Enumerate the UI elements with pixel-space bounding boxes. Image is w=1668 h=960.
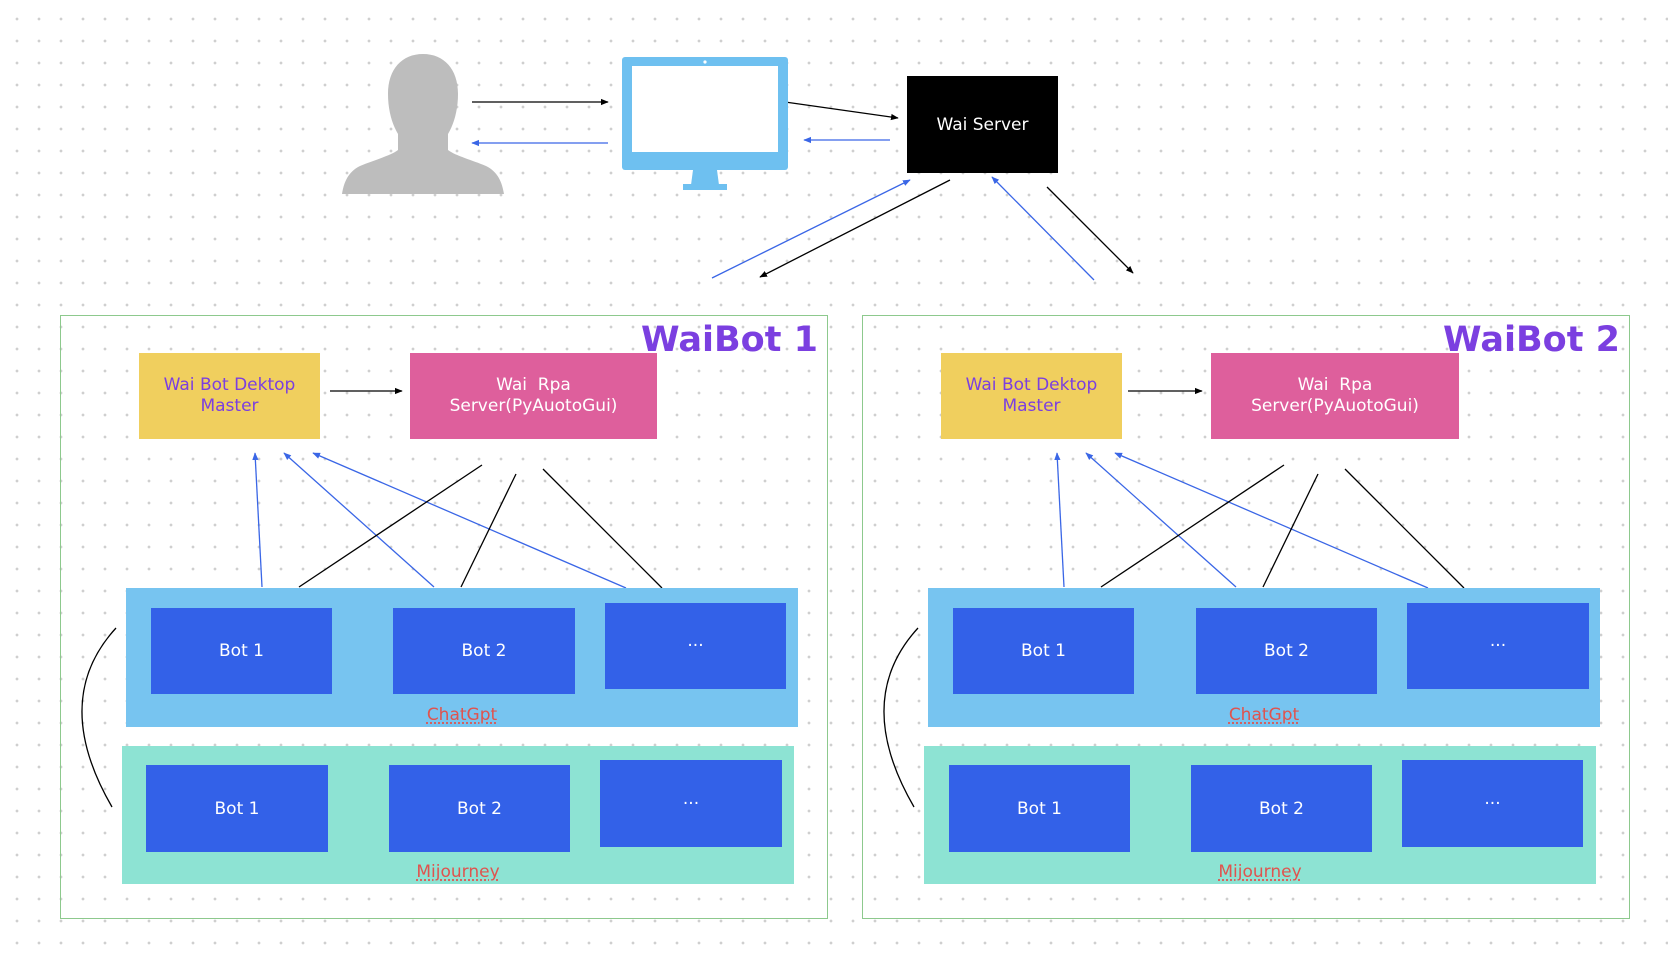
bot-label: Bot 2 <box>457 798 502 819</box>
bot-label: Bot 2 <box>461 641 507 661</box>
wai-bot-desktop-master-2: Wai Bot Dektop Master <box>941 353 1122 439</box>
arrow-server-to-waibot2 <box>1046 186 1134 274</box>
bot-label: ··· <box>687 636 704 656</box>
midjourney-label-2: Mijourney <box>1218 862 1302 882</box>
user-silhouette-icon <box>342 54 504 194</box>
bot-label: Bot 2 <box>1264 641 1309 661</box>
chatgpt-bot-2-more: ··· <box>1407 603 1589 689</box>
master-label-1: Wai Bot Dektop Master <box>163 375 296 416</box>
bot-label: Bot 1 <box>219 641 264 661</box>
wai-server-label: Wai Server <box>936 114 1029 135</box>
chatgpt-bot-1-more: ··· <box>605 603 786 689</box>
arrow-server-to-waibot1 <box>759 179 951 278</box>
bot-label: ··· <box>1489 636 1507 656</box>
chatgpt-label-1: ChatGpt <box>426 705 498 725</box>
midjourney-bot-2-2: Bot 2 <box>1191 765 1372 852</box>
wai-bot-desktop-master-1: Wai Bot Dektop Master <box>139 353 320 439</box>
bot-label: Bot 1 <box>214 798 260 819</box>
arrow-monitor-to-server <box>777 100 899 121</box>
midjourney-label-1: Mijourney <box>416 862 500 882</box>
bot-label: ··· <box>682 793 700 814</box>
chatgpt-bot-1-1: Bot 1 <box>151 608 332 694</box>
midjourney-bot-1-more: ··· <box>600 760 782 847</box>
bot-label: Bot 1 <box>1021 641 1066 661</box>
waibot-1-group <box>60 315 828 919</box>
wai-rpa-server-1: Wai Rpa Server(PyAuotoGui) <box>410 353 657 439</box>
chatgpt-label-2: ChatGpt <box>1228 705 1300 725</box>
desktop-monitor-icon <box>622 57 788 190</box>
midjourney-bot-1-2: Bot 2 <box>389 765 570 852</box>
waibot-2-title: WaiBot 2 <box>1443 320 1620 360</box>
chatgpt-bot-2-1: Bot 1 <box>953 608 1134 694</box>
wai-server-node: Wai Server <box>907 76 1058 173</box>
rpa-label-1: Wai Rpa Server(PyAuotoGui) <box>449 375 618 416</box>
waibot-1-title: WaiBot 1 <box>641 320 818 360</box>
midjourney-bot-2-more: ··· <box>1402 760 1583 847</box>
arrow-waibot1-to-server <box>711 179 911 279</box>
arrow-waibot2-to-server <box>991 176 1095 281</box>
bot-label: ··· <box>1484 793 1501 814</box>
rpa-label-2: Wai Rpa Server(PyAuotoGui) <box>1251 375 1419 416</box>
midjourney-bot-1-1: Bot 1 <box>146 765 328 852</box>
chatgpt-bot-1-2: Bot 2 <box>393 608 575 694</box>
chatgpt-bot-2-2: Bot 2 <box>1196 608 1377 694</box>
midjourney-bot-2-1: Bot 1 <box>949 765 1130 852</box>
bot-label: Bot 1 <box>1017 798 1062 819</box>
wai-rpa-server-2: Wai Rpa Server(PyAuotoGui) <box>1211 353 1459 439</box>
master-label-2: Wai Bot Dektop Master <box>965 375 1098 416</box>
bot-label: Bot 2 <box>1259 798 1304 819</box>
waibot-2-group <box>862 315 1630 919</box>
